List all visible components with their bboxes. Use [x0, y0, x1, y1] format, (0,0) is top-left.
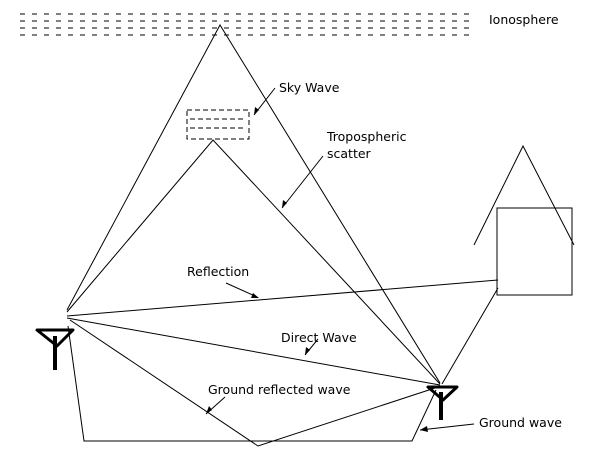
- ground-wave-label: Ground wave: [479, 415, 562, 430]
- sky-wave-arrowhead: [254, 107, 259, 115]
- ground-wave-arrowhead: [420, 426, 428, 432]
- reflection-return-path: [441, 287, 499, 385]
- ground-reflected-wave-path: [69, 319, 439, 447]
- reflection-arrowhead: [251, 293, 259, 298]
- house-icon: [473, 144, 575, 296]
- sky-wave-path: [66, 23, 441, 384]
- direct-wave-label: Direct Wave: [281, 330, 357, 345]
- sky-wave-label: Sky Wave: [279, 80, 340, 95]
- ionosphere-layer: [20, 13, 476, 36]
- tropospheric-leader: [281, 155, 324, 209]
- ground-wave-path: [67, 325, 437, 442]
- tropospheric-scatter-path: [66, 139, 441, 385]
- ionosphere-label: Ionosphere: [489, 12, 559, 27]
- reflection-path: [66, 279, 499, 317]
- transmitter-antenna-icon: [35, 328, 75, 370]
- direct-wave-path: [66, 317, 441, 386]
- reflection-label: Reflection: [187, 264, 249, 279]
- ground-reflected-arrowhead: [206, 406, 212, 414]
- tropospheric-label-line1: Tropospheric: [326, 129, 407, 144]
- ground-wave-leader: [419, 423, 475, 431]
- tropospheric-scatter-region: [186, 109, 250, 140]
- tropospheric-label-line2: scatter: [327, 146, 372, 161]
- direct-wave-arrowhead: [305, 347, 310, 355]
- tropospheric-arrowhead: [282, 200, 287, 208]
- reflection-leader: [225, 282, 256, 297]
- ground-reflected-wave-label: Ground reflected wave: [208, 382, 351, 397]
- receiver-antenna-icon: [426, 385, 459, 420]
